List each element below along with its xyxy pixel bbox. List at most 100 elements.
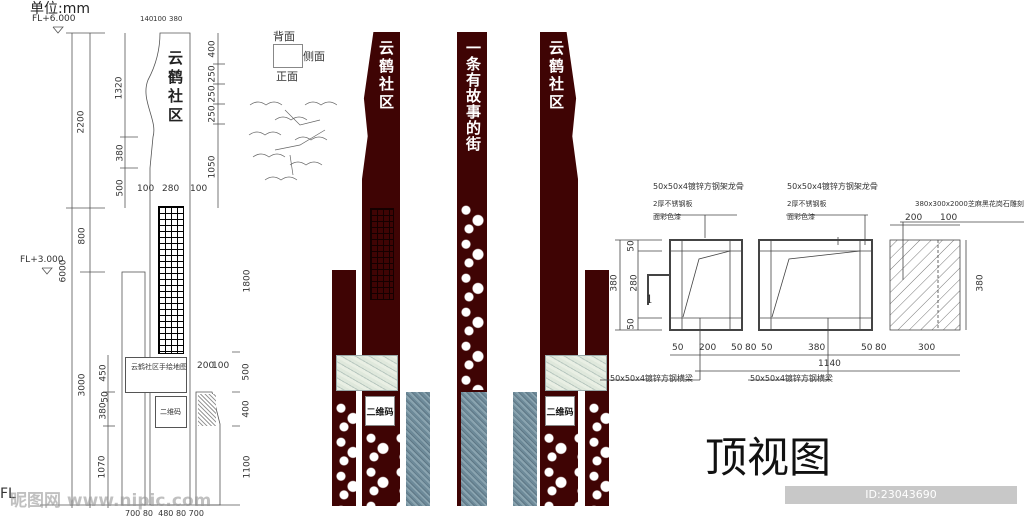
- label-stone: 380x300x2000芝麻黑花岗石雕刻柱: [915, 200, 1024, 208]
- map-image-right: [545, 355, 607, 391]
- qr-plaque-left: 二维码: [365, 396, 395, 426]
- granite-pillar-center: [461, 392, 487, 506]
- dim: 2200: [76, 110, 87, 134]
- qr-label: 二维码: [160, 408, 181, 416]
- cloud-pattern: [457, 200, 487, 390]
- watermark-id: ID:23043690 NO:20190807182450827000: [785, 486, 1017, 519]
- orientation-legend: 背面 侧面 正面: [270, 28, 340, 84]
- top-view: 50x50x4镀锌方钢架龙骨 2厚不锈钢板 面彩色漆 50x50x4镀锌方钢架龙…: [600, 175, 1024, 395]
- side-label: 侧面: [303, 50, 325, 63]
- sign-text: 云鹤社区: [166, 50, 184, 126]
- stone-top-dim: 100: [940, 213, 958, 223]
- dim: 50: [626, 318, 637, 330]
- dim: 80: [142, 509, 154, 518]
- dim: 400: [207, 40, 218, 58]
- dim: 100: [153, 15, 167, 23]
- map-label: 云鹤社区手绘地图: [131, 363, 187, 371]
- dim: 1320: [114, 76, 125, 100]
- dim: 1070: [97, 455, 108, 479]
- dim: 800: [77, 227, 88, 245]
- dim: 140: [140, 15, 154, 23]
- granite-pillar-right: [513, 392, 537, 506]
- dim: 50: [100, 391, 111, 403]
- back-label: 背面: [273, 30, 295, 43]
- qr-plaque: 二维码: [155, 396, 187, 428]
- grid-panel: [158, 206, 184, 354]
- map-image-left: [336, 355, 398, 391]
- dim: 450: [98, 364, 109, 382]
- dim: 50: [861, 343, 873, 353]
- dim: 700: [125, 509, 141, 518]
- bottom-dims: 700 80 480 80 700: [125, 509, 204, 518]
- dim: 1100: [242, 455, 253, 479]
- unit-label: 单位:mm: [30, 1, 90, 17]
- column-right-text: 云鹤社区: [547, 40, 565, 112]
- dim: 280: [162, 184, 180, 194]
- dim: 200: [699, 343, 717, 353]
- label-paint-2: 面彩色漆: [787, 213, 815, 221]
- label-beam-2: 50x50x4镀锌方钢横梁: [750, 374, 833, 383]
- label-paint-1: 面彩色漆: [653, 213, 681, 221]
- dim: 100: [212, 361, 230, 371]
- dim: 80: [875, 343, 887, 353]
- dim: 250: [207, 65, 218, 83]
- elevation-drawing: 单位:mm FL+6.000 FL+3.000 云鹤社区 2200 6000 8…: [0, 0, 252, 518]
- dim: 50: [672, 343, 684, 353]
- cloud-pattern: [362, 428, 400, 506]
- dim: 380: [98, 402, 109, 420]
- label-frame-2: 50x50x4镀锌方钢架龙骨: [787, 182, 878, 191]
- dim: 500: [115, 179, 126, 197]
- map-plaque: 云鹤社区手绘地图: [125, 357, 187, 393]
- dim: 50: [731, 343, 743, 353]
- elevation-lines: [40, 26, 240, 508]
- watermark-site: 昵图网 www.nipic.com: [10, 491, 212, 511]
- dim: 300: [918, 343, 936, 353]
- dim: 6000: [58, 259, 69, 283]
- dim: 480: [158, 509, 174, 518]
- dim: 1050: [207, 155, 218, 179]
- dim: 280: [629, 274, 640, 292]
- dim: 700: [188, 509, 204, 518]
- column-right: [540, 32, 578, 506]
- crane-cloud-drawing: [248, 101, 337, 181]
- stone-top-dim: 200: [905, 213, 923, 223]
- fl-top-label: FL+6.000: [32, 14, 76, 24]
- fl-mid-label: FL+3.000: [20, 255, 64, 265]
- dim: 1800: [242, 269, 253, 293]
- stone-right-dim: 380: [975, 274, 986, 292]
- dim: 380: [169, 15, 183, 23]
- column-left-grid: [370, 208, 394, 300]
- cloud-pattern: [540, 428, 578, 506]
- dim: 100: [190, 184, 208, 194]
- dim: 500: [241, 363, 252, 381]
- granite-pillar-left: [406, 392, 430, 506]
- dim: 3000: [77, 373, 88, 397]
- stone-hatch: [198, 394, 216, 426]
- label-plate-1: 2厚不锈钢板: [653, 200, 693, 208]
- dim: 80: [745, 343, 757, 353]
- cloud-pattern: [585, 398, 609, 506]
- column-left-text: 云鹤社区: [377, 40, 395, 112]
- dim-total: 1140: [818, 359, 841, 369]
- dim: 80: [175, 509, 187, 518]
- dim: 250: [207, 85, 218, 103]
- qr-plaque-right: 二维码: [545, 396, 575, 426]
- label-frame-1: 50x50x4镀锌方钢架龙骨: [653, 182, 744, 191]
- dim: 100: [137, 184, 155, 194]
- section-mark: 1: [646, 293, 653, 306]
- dim: 200: [197, 361, 215, 371]
- label-beam-1: 50x50x4镀锌方钢横梁: [610, 374, 693, 383]
- dim: 250: [207, 105, 218, 123]
- label-plate-2: 2厚不锈钢板: [787, 200, 827, 208]
- orientation-box: [273, 44, 303, 68]
- dim: 380: [609, 274, 620, 292]
- fl-bottom-label: FL: [0, 486, 16, 502]
- render-view: 云鹤社区 二维码 一条有故事的街 云鹤社区 二维码: [330, 30, 620, 508]
- column-center-text: 一条有故事的街: [464, 40, 482, 152]
- dim: 50: [626, 240, 637, 252]
- top-view-title: 顶视图: [705, 433, 832, 482]
- cloud-pattern: [332, 398, 356, 506]
- dim: 380: [115, 144, 126, 162]
- front-label: 正面: [276, 70, 298, 83]
- dim: 50: [761, 343, 773, 353]
